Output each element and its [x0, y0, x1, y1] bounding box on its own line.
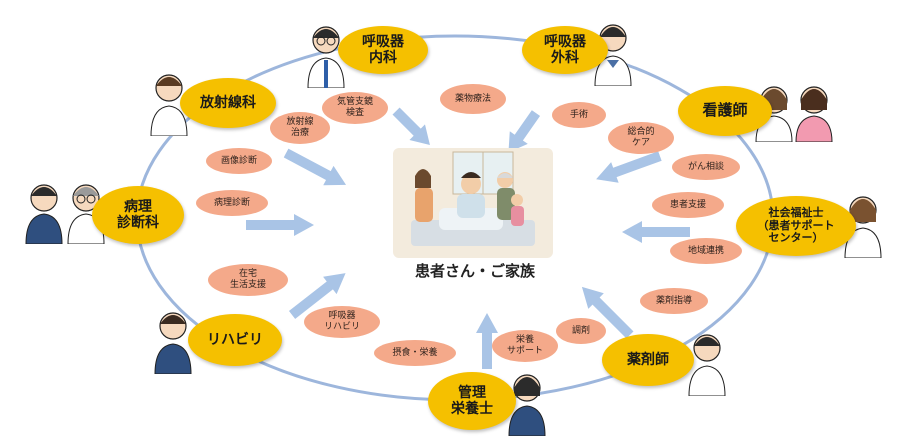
role-pharmacist: 薬剤師: [602, 334, 694, 386]
service-drug-therapy: 薬物療法: [440, 84, 506, 114]
service-pathology-diagnosis: 病理診断: [196, 190, 268, 216]
arrow-right: [622, 221, 690, 243]
arrow-left: [246, 214, 314, 236]
role-surgery: 呼吸器 外科: [522, 26, 608, 74]
center-label: 患者さん・ご家族: [414, 262, 535, 280]
arrow-bottom: [476, 313, 498, 369]
arrow-top-left: [392, 107, 430, 145]
role-radiology: 放射線科: [180, 78, 276, 128]
service-nutrition-support: 栄養 サポート: [492, 330, 558, 362]
doctor-icon: [307, 26, 345, 88]
arrow-lower-right: [581, 286, 634, 339]
arrow-lower-left: [288, 273, 346, 319]
service-comprehensive-care: 総合的 ケア: [608, 122, 674, 154]
service-swallow-nutrition: 摂食・栄養: [374, 340, 456, 366]
service-bronchoscopy: 気管支鏡 検査: [322, 92, 388, 124]
service-image-diagnosis: 画像診断: [206, 148, 272, 174]
radiologist-icon: [150, 74, 188, 136]
social-worker-icon: [844, 196, 882, 258]
role-pathology: 病理 診断科: [92, 186, 184, 244]
service-patient-support: 患者支援: [652, 192, 724, 218]
service-medication-guidance: 薬剤指導: [640, 288, 708, 314]
role-rehab: リハビリ: [188, 314, 282, 366]
arrow-top-right: [508, 110, 541, 153]
therapist-icon: [154, 312, 192, 374]
arrow-upper-right: [596, 151, 662, 183]
dietitian-icon: [508, 374, 546, 436]
service-cancer-consult: がん相談: [672, 154, 740, 180]
role-dietitian: 管理 栄養士: [428, 372, 516, 430]
role-pulmonology: 呼吸器 内科: [338, 26, 428, 74]
service-dispensing: 調剤: [556, 318, 606, 344]
service-respiratory-rehab: 呼吸器 リハビリ: [304, 306, 380, 338]
role-nurse: 看護師: [678, 86, 772, 136]
service-surgery: 手術: [552, 102, 606, 128]
patient-family-illustration: [393, 148, 553, 258]
pharmacist-icon: [688, 334, 726, 396]
service-home-support: 在宅 生活支援: [208, 264, 288, 296]
role-social-worker: 社会福祉士 （患者サポート センター）: [736, 196, 856, 256]
service-regional-link: 地域連携: [670, 238, 742, 264]
arrow-upper-left: [283, 148, 347, 186]
service-radiotherapy: 放射線 治療: [270, 112, 330, 144]
